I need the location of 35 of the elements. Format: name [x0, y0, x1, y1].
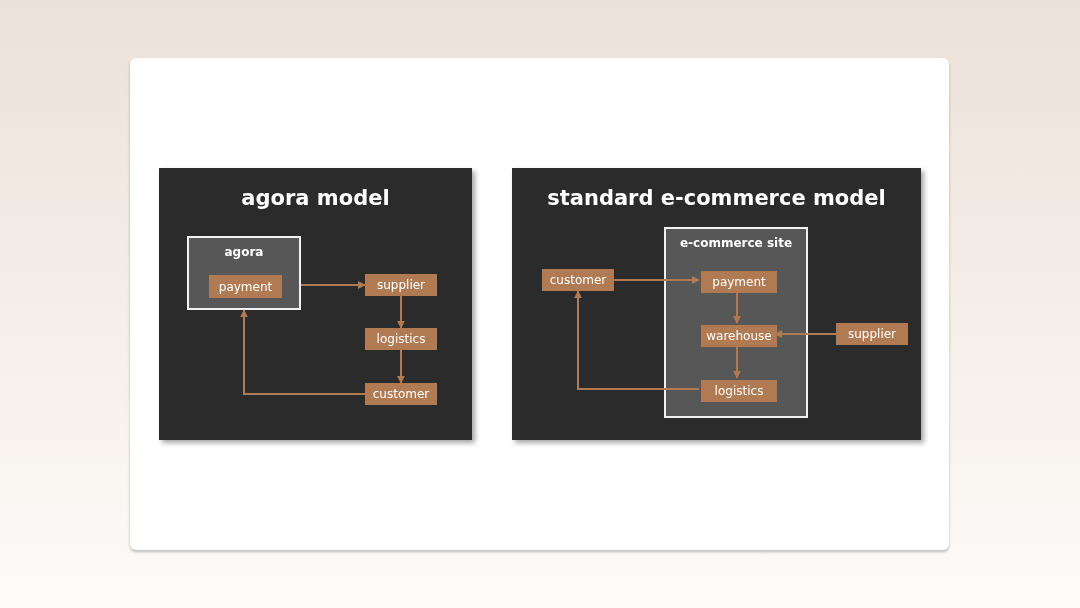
box-label: logistics: [376, 332, 426, 346]
box-label: customer: [372, 387, 430, 401]
panel-title: agora model: [240, 186, 391, 210]
box-label: payment: [712, 275, 766, 289]
box-label: payment: [218, 279, 273, 294]
group-title: agora: [223, 245, 265, 259]
panel-title: standard e-commerce model: [546, 186, 887, 210]
box-label: warehouse: [706, 329, 772, 343]
process-box: [209, 275, 282, 298]
arrow: [397, 295, 405, 329]
process-box: [365, 383, 437, 405]
process-box: [836, 323, 908, 345]
process-box: [365, 328, 437, 350]
process-box: [701, 380, 777, 402]
arrow: [574, 290, 700, 390]
model-panel: [512, 168, 921, 440]
arrow: [240, 309, 366, 395]
arrow: [397, 349, 405, 384]
arrow: [300, 281, 366, 289]
arrow: [774, 330, 837, 338]
process-box: [542, 269, 614, 291]
process-box: [365, 274, 437, 296]
box-label: supplier: [847, 327, 897, 341]
box-label: logistics: [714, 384, 764, 398]
model-panel: [159, 168, 472, 440]
group-box: [187, 236, 301, 310]
box-label: customer: [549, 273, 607, 287]
process-box: [701, 325, 777, 347]
arrow: [733, 290, 741, 324]
process-box: [701, 271, 777, 293]
arrow: [613, 276, 700, 284]
group-title: e-commerce site: [678, 236, 794, 250]
group-box: [664, 227, 808, 418]
box-label: supplier: [376, 278, 426, 292]
arrow: [733, 344, 741, 379]
